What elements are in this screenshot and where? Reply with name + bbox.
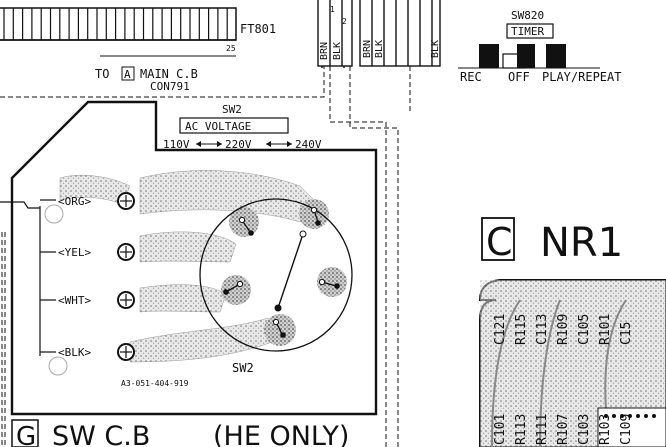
- nr1-component-label: R107: [556, 414, 571, 445]
- ft801-label: FT801: [240, 22, 276, 36]
- sw820-pos-off: OFF: [508, 70, 530, 84]
- sw2-rotary-switch: SW2 A3-051-404-919: [121, 198, 353, 388]
- nr1-component-label: C105: [577, 314, 592, 345]
- ft801-caption-prefix: TO: [95, 67, 109, 81]
- sw2-title: AC VOLTAGE: [185, 120, 251, 133]
- wire-labels: BRN 1 BLK 2 BRN BLK BLK: [319, 5, 441, 60]
- sw820-timer-switch: SW820 TIMER REC OFF PLAY/REPEAT: [458, 9, 621, 84]
- terminal-yel-label: <YEL>: [58, 246, 91, 259]
- board-g-title: G SW C.B (HE ONLY): [11, 419, 349, 447]
- wire-label-blk-5: BLK: [430, 40, 441, 58]
- wire-label-blk-2: BLK: [332, 42, 343, 60]
- top-wire-bundles: [317, 0, 441, 68]
- nr1-component-label: R115: [514, 314, 529, 345]
- nr1-component-label: C109: [619, 414, 634, 445]
- nr1-component-label: R103: [598, 414, 613, 445]
- sw820-key-play: [546, 44, 566, 68]
- sw2-part-number: A3-051-404-919: [121, 379, 189, 388]
- terminal-wht-label: <WHT>: [58, 294, 91, 307]
- board-c-name: NR1: [540, 220, 623, 266]
- ft801-pin-end: 25: [226, 44, 236, 53]
- terminal-org-label: <ORG>: [58, 195, 91, 208]
- sw2-terminals: <ORG> <YEL> <WHT> <BLK>: [0, 192, 135, 376]
- nr1-component-label: C101: [493, 414, 508, 445]
- wire-pin-1: 1: [330, 5, 335, 14]
- dashed-board-boundaries: [0, 66, 411, 447]
- sw820-key-off: [517, 44, 535, 68]
- ft801-connector: FT801 25 TO A MAIN C.B CON791: [0, 7, 276, 93]
- ft801-caption: MAIN C.B: [140, 67, 198, 81]
- sw820-title: TIMER: [511, 25, 544, 38]
- nr1-component-label: R101: [598, 314, 613, 345]
- board-g-name: SW C.B: [52, 421, 150, 447]
- nr1-component-label: C113: [535, 314, 550, 345]
- sw2-switch-label: SW2: [232, 361, 254, 375]
- nr1-component-label: R109: [556, 314, 571, 345]
- sw2-board: SW2 AC VOLTAGE 110V 220V 240V: [10, 100, 378, 416]
- wire-pin-2: 2: [342, 17, 347, 26]
- board-g-letter: G: [16, 422, 36, 447]
- nr1-component-label: R113: [514, 414, 529, 445]
- sw2-voltage-240: 240V: [295, 138, 322, 151]
- wire-label-blk-4: BLK: [374, 40, 385, 58]
- board-c-letter: C: [486, 220, 513, 264]
- board-g-note: (HE ONLY): [213, 421, 349, 447]
- board-c-title: C NR1: [481, 217, 623, 266]
- ft801-connector-id: CON791: [150, 80, 190, 93]
- sw2-copper-traces: [59, 170, 347, 363]
- nr1-component-label: R111: [535, 414, 550, 445]
- nr1-component-label: C103: [577, 414, 592, 445]
- sw2-ref: SW2: [222, 103, 242, 116]
- sw820-pos-play: PLAY/REPEAT: [542, 70, 621, 84]
- nr1-component-label: C15: [619, 322, 634, 345]
- sw2-voltage-110: 110V: [163, 138, 190, 151]
- sw820-key-rec: [479, 44, 499, 68]
- wire-label-brn-1: BRN: [319, 42, 330, 60]
- sw2-voltage-220: 220V: [225, 138, 252, 151]
- nr1-component-label: C121: [493, 314, 508, 345]
- terminal-blk-label: <BLK>: [58, 346, 91, 359]
- wire-label-brn-3: BRN: [362, 40, 373, 58]
- sw820-ref: SW820: [511, 9, 544, 22]
- sw820-pos-rec: REC: [460, 70, 482, 84]
- ft801-board-ref: A: [124, 68, 131, 81]
